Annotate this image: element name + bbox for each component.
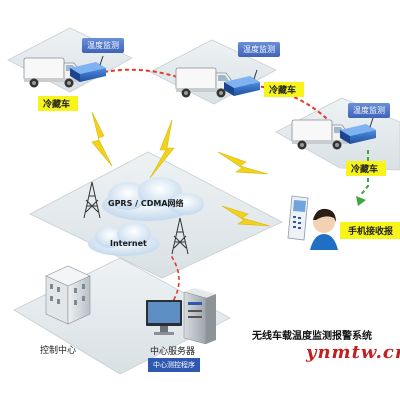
watermark: ynmtw.cn — [306, 342, 400, 363]
reefer-truck-tag-2: 冷藏车 — [264, 82, 305, 97]
cloud-icon — [102, 177, 204, 221]
antenna-tower-icon — [83, 181, 101, 219]
center-server-label: 中心服务器 — [150, 347, 196, 357]
temp-monitor-tag-2: 温度监测 — [238, 42, 280, 57]
lightning-icon — [149, 119, 175, 179]
cloud-icon — [88, 222, 160, 256]
antenna-tower-icon — [171, 217, 189, 255]
temp-monitor-tag-1: 温度监测 — [82, 38, 124, 53]
reefer-truck-tag-1: 冷藏车 — [38, 96, 79, 111]
control-center-label: 控制中心 — [40, 346, 77, 356]
building-icon — [45, 265, 91, 325]
lightning-icon — [217, 151, 269, 175]
link-truck3-phone — [359, 150, 369, 197]
lightning-icon — [91, 111, 113, 167]
person-icon — [310, 208, 338, 250]
monitor-icon — [146, 300, 182, 335]
internet-label: Internet — [110, 239, 147, 248]
temp-monitor-tag-3: 温度监测 — [348, 103, 390, 118]
arrow-to-phone-icon — [356, 196, 366, 206]
network-label: GPRS / CDMA网络 — [108, 199, 184, 208]
system-title: 无线车载温度监测报警系统 — [252, 331, 372, 342]
server-icon — [183, 288, 216, 345]
mobile-phone-icon — [287, 195, 309, 241]
monitor-program-tag: 中心测控程序 — [148, 358, 200, 372]
reefer-truck-tag-3: 冷藏车 — [346, 161, 387, 176]
phone-receive-tag: 手机接收报 — [340, 222, 400, 239]
link-server-network — [169, 253, 180, 307]
lightning-icon — [221, 205, 271, 227]
